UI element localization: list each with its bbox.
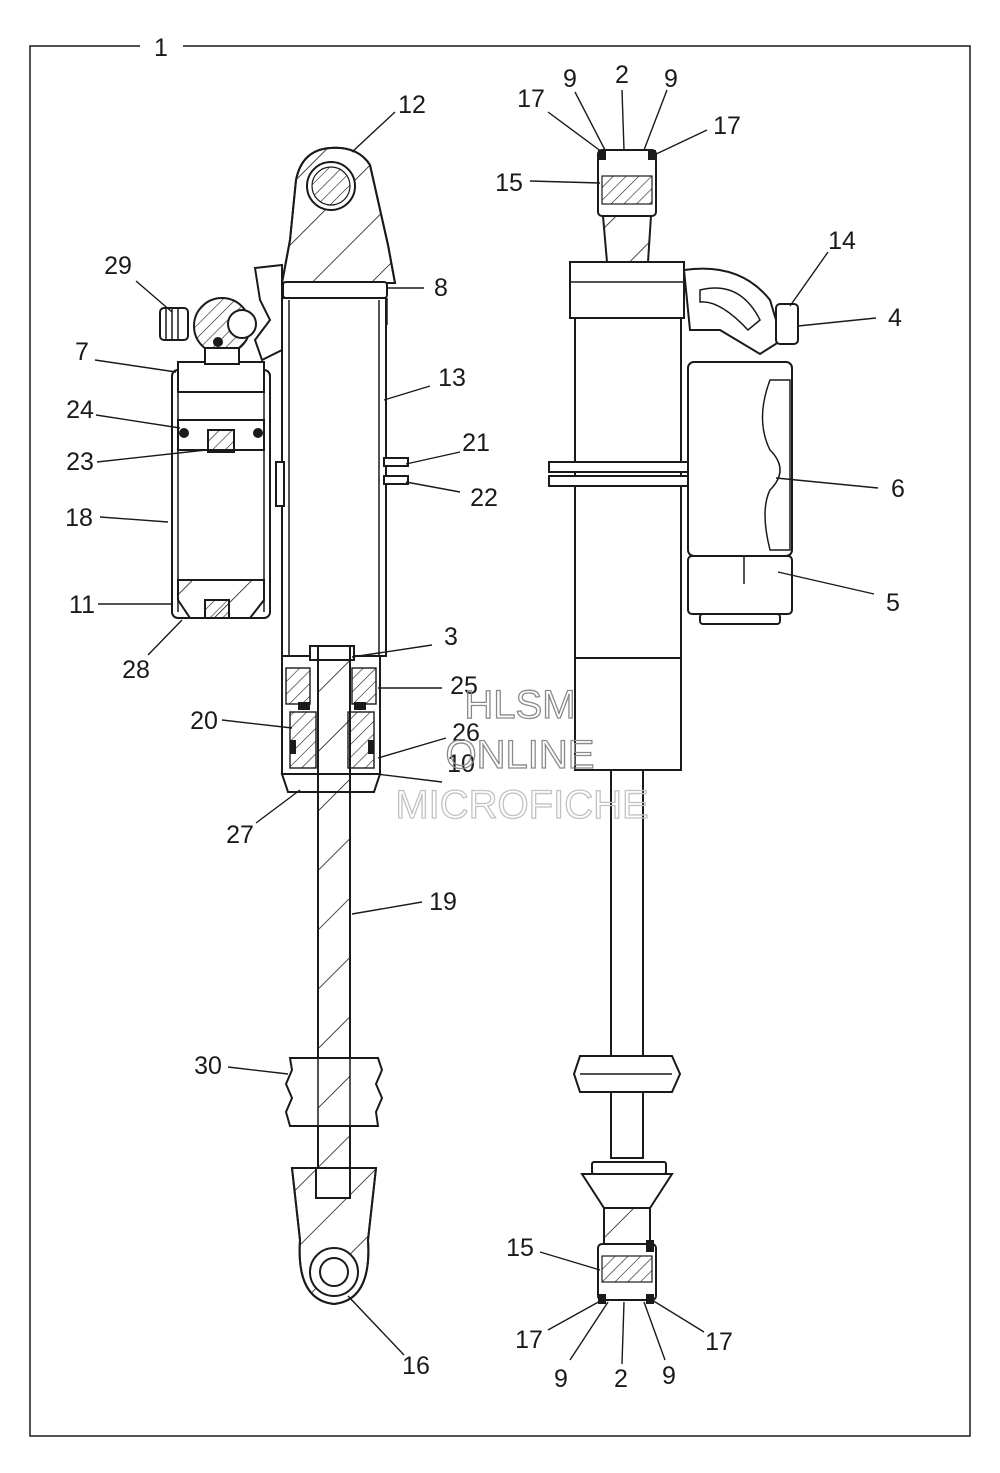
callout-labels: 12 29 8 7 13 24 21 23 22 18 11 3 28 25 2… <box>65 61 905 1393</box>
callout-5: 5 <box>886 589 900 617</box>
callout-4: 4 <box>888 304 902 332</box>
callout-1: 1 <box>154 34 168 62</box>
callout-9-top-right: 9 <box>664 65 678 93</box>
body-tube <box>281 297 387 657</box>
shock-head <box>569 261 685 319</box>
callout-20: 20 <box>190 707 218 735</box>
callout-18: 18 <box>65 504 93 532</box>
callout-28: 28 <box>122 656 150 684</box>
callout-7: 7 <box>75 338 89 366</box>
callout-9-bottom-right: 9 <box>662 1362 676 1390</box>
callout-10: 10 <box>447 750 475 778</box>
left-shock-section <box>253 146 409 1306</box>
adjuster-knob <box>159 307 189 341</box>
callout-9-top-left: 9 <box>563 65 577 93</box>
callout-16: 16 <box>402 1352 430 1380</box>
shock-body-tube <box>574 317 682 659</box>
callout-9-bottom-left: 9 <box>554 1365 568 1393</box>
callout-17-bottom-left: 17 <box>515 1326 543 1354</box>
watermark: HLSM ONLINE MICROFICHE <box>395 682 650 827</box>
callout-15-bottom: 15 <box>506 1234 534 1262</box>
callout-30: 30 <box>194 1052 222 1080</box>
callout-2-bottom: 2 <box>614 1365 628 1393</box>
watermark-line-2: ONLINE <box>446 733 595 777</box>
body-cap <box>282 281 388 299</box>
callout-23: 23 <box>66 448 94 476</box>
leader-lines <box>94 89 879 1365</box>
callout-6: 6 <box>891 475 905 503</box>
reservoir-left <box>159 297 271 619</box>
callout-2-top: 2 <box>615 61 629 89</box>
callout-22: 22 <box>470 484 498 512</box>
callout-17-top-right: 17 <box>713 112 741 140</box>
right-shock-external <box>548 149 799 1304</box>
frame-border <box>29 45 971 1437</box>
callout-25: 25 <box>450 672 478 700</box>
callout-24: 24 <box>66 396 94 424</box>
callout-27: 27 <box>226 821 254 849</box>
watermark-line-1: HLSM <box>464 683 575 727</box>
callout-19: 19 <box>429 888 457 916</box>
watermark-line-3: MICROFICHE <box>395 783 648 827</box>
callout-11: 11 <box>69 591 95 619</box>
callout-13: 13 <box>438 364 466 392</box>
reservoir-cap <box>177 361 265 393</box>
callout-17-top-left: 17 <box>517 85 545 113</box>
compression-knob <box>775 303 799 345</box>
callout-29: 29 <box>104 252 132 280</box>
callout-26: 26 <box>452 719 480 747</box>
callout-21: 21 <box>462 429 490 457</box>
shaft-right <box>610 769 644 1159</box>
reservoir-cap-right <box>687 555 793 615</box>
callout-17-bottom-right: 17 <box>705 1328 733 1356</box>
callout-8: 8 <box>434 274 448 302</box>
callout-12: 12 <box>398 91 426 119</box>
callout-15-top: 15 <box>495 169 523 197</box>
callout-3: 3 <box>444 623 458 651</box>
callout-14: 14 <box>828 227 856 255</box>
